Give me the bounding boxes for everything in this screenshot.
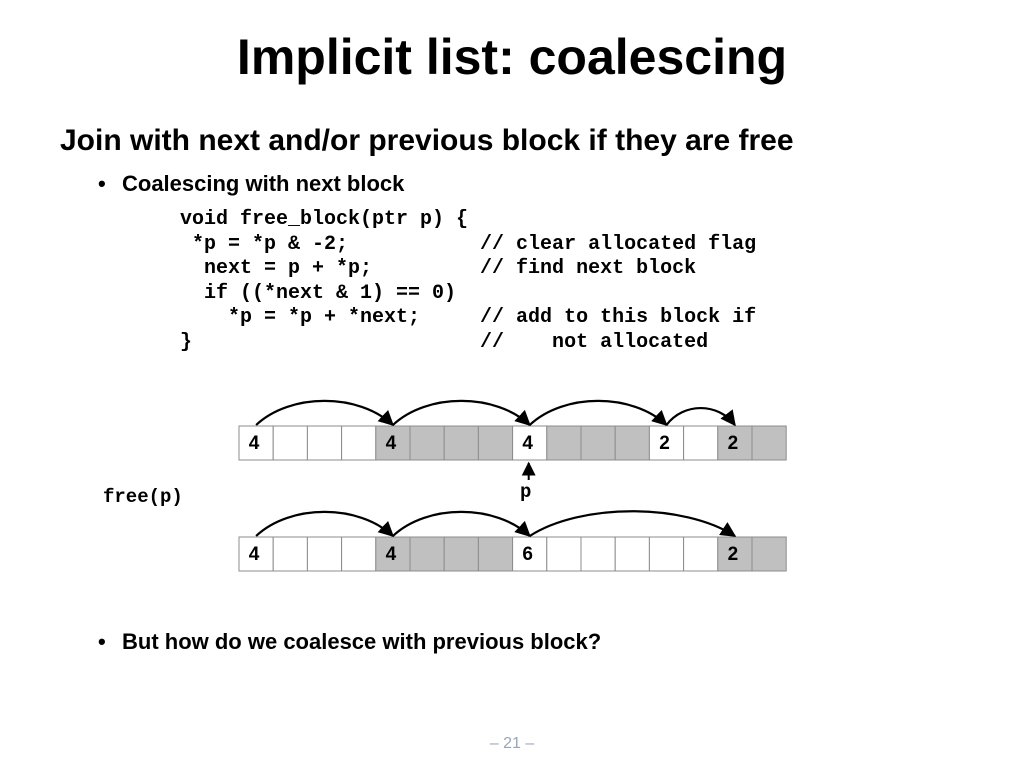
heap-word-cell	[477, 536, 514, 572]
heap-word-cell	[512, 425, 548, 461]
bullet-marker: •	[98, 171, 106, 196]
heap-word-cell	[546, 536, 582, 572]
heap-word-cell	[580, 536, 616, 572]
next-block-link-arrow	[392, 510, 531, 538]
heap-word-cell	[477, 425, 514, 461]
bullet-marker: •	[98, 629, 106, 654]
next-block-link-arrow	[392, 399, 531, 427]
code-line: next = p + *p; // find next block	[180, 257, 697, 281]
heap-word-cell	[306, 536, 343, 572]
next-block-link-arrow	[665, 406, 736, 427]
heap-word-cell	[375, 425, 411, 461]
pointer-p-label: p	[520, 481, 532, 503]
heap-row-before-free: 4 4 4 2 2	[238, 399, 787, 461]
heap-word-cell	[306, 425, 343, 461]
heap-word-cell	[580, 425, 616, 461]
heap-word-cell	[341, 536, 377, 572]
heap-word-cell	[238, 536, 274, 572]
heap-word-cell	[409, 425, 445, 461]
heap-word-cell	[409, 536, 445, 572]
heap-word-cell	[443, 536, 479, 572]
heap-row-after-free: 4 4 6 2	[238, 510, 787, 572]
page-number: – 21 –	[489, 735, 535, 752]
code-line: } // not allocated	[180, 330, 709, 354]
block-size-header: 2	[728, 433, 739, 454]
heap-word-cell	[717, 536, 753, 572]
block-size-header: 4	[386, 433, 397, 454]
heap-word-cell	[341, 425, 377, 461]
next-block-link-arrow	[528, 399, 668, 427]
heap-word-cell	[648, 536, 685, 572]
slide-heading: Join with next and/or previous block if …	[60, 124, 794, 157]
heap-word-cell	[751, 536, 787, 572]
code-line: if ((*next & 1) == 0)	[180, 281, 457, 305]
block-size-header: 2	[659, 433, 670, 454]
block-size-header: 2	[728, 544, 739, 565]
slide-title: Implicit list: coalescing	[236, 29, 788, 85]
heap-word-cell	[683, 425, 719, 461]
heap-word-cell	[751, 425, 787, 461]
heap-word-cell	[238, 425, 274, 461]
heap-word-cell	[614, 425, 650, 461]
free-call-label: free(p)	[103, 486, 183, 508]
heap-word-cell	[546, 425, 582, 461]
heap-word-cell	[614, 536, 650, 572]
heap-word-cell	[717, 425, 753, 461]
bullet-coalescing-next: • Coalescing with next block	[98, 171, 404, 197]
block-size-header: 4	[522, 433, 533, 454]
code-line: void free_block(ptr p) {	[180, 208, 469, 231]
block-size-header: 4	[249, 433, 260, 454]
code-block: void free_block(ptr p) { *p = *p & -2; /…	[180, 208, 756, 356]
bullet-text: But how do we coalesce with previous blo…	[122, 629, 602, 654]
bullet-coalesce-previous: • But how do we coalesce with previous bl…	[98, 629, 601, 655]
block-size-header: 4	[386, 544, 397, 565]
code-line: *p = *p & -2; // clear allocated flag	[180, 232, 757, 256]
heap-word-cell	[683, 536, 719, 572]
next-block-link-arrow	[255, 399, 395, 427]
heap-word-cell	[272, 425, 308, 461]
bullet-text: Coalescing with next block	[122, 171, 405, 196]
code-line: *p = *p + *next; // add to this block if	[180, 306, 757, 330]
block-size-header: 6	[522, 544, 533, 565]
heap-word-cell	[272, 536, 308, 572]
heap-word-cell	[443, 425, 479, 461]
block-size-header: 4	[249, 544, 260, 565]
next-block-link-arrow	[255, 510, 395, 538]
next-block-link-arrow	[529, 510, 737, 537]
